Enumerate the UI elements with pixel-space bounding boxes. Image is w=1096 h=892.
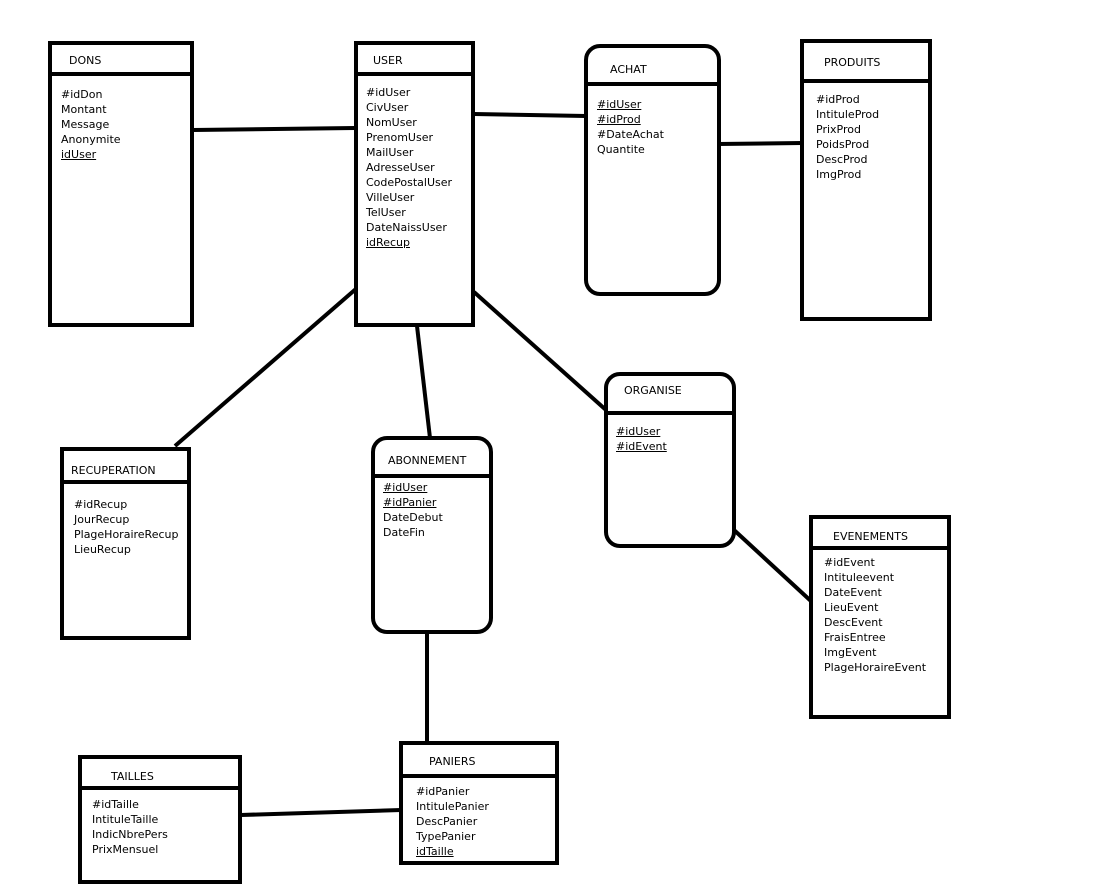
attribute-row: MailUser (366, 146, 414, 159)
attribute-row: PrixMensuel (92, 843, 159, 856)
attribute-row: idTaille (416, 845, 454, 858)
entity-achat-title: ACHAT (610, 63, 647, 76)
attribute-row: CodePostalUser (366, 176, 453, 189)
attribute-row: IntitulePanier (416, 800, 489, 813)
attribute-row: PoidsProd (816, 138, 870, 151)
attribute-row: DescProd (816, 153, 868, 166)
attribute-row: Message (61, 118, 110, 131)
attribute-row: #idPanier (383, 496, 437, 509)
entity-user-title: USER (373, 54, 403, 67)
attribute-row: #idUser (616, 425, 661, 438)
attribute-row: DateEvent (824, 586, 882, 599)
relation-paniers-tailles (240, 808, 402, 817)
attribute-row: DateDebut (383, 511, 443, 524)
attribute-row: DescEvent (824, 616, 883, 629)
attribute-row: JourRecup (74, 513, 130, 526)
attribute-row: DateFin (383, 526, 425, 539)
attribute-row: idUser (61, 148, 97, 161)
relation-user-organise (472, 290, 608, 412)
attribute-row: ImgProd (816, 168, 862, 181)
attribute-row: ImgEvent (824, 646, 877, 659)
entity-produits-title: PRODUITS (824, 56, 881, 69)
attribute-row: #idTaille (92, 798, 139, 811)
relation-user-abonnement (415, 325, 432, 439)
relation-organise-evenements (732, 528, 814, 604)
attribute-row: #idEvent (824, 556, 875, 569)
entity-recuperation-title: RECUPERATION (71, 464, 156, 477)
entity-dons-title: DONS (69, 54, 102, 67)
relation-user-recuperation (173, 286, 359, 448)
attribute-row: Quantite (597, 143, 645, 156)
entity-organise-attributes: #idUser #idEvent (616, 424, 667, 454)
entity-organise[interactable]: ORGANISE #idUser #idEvent (604, 372, 736, 548)
attribute-row: #idProd (816, 93, 860, 106)
attribute-row: CivUser (366, 101, 409, 114)
entity-evenements-title: EVENEMENTS (833, 530, 908, 543)
attribute-row: idRecup (366, 236, 410, 249)
attribute-row: AdresseUser (366, 161, 435, 174)
attribute-row: IntituleProd (816, 108, 880, 121)
attribute-row: TelUser (366, 206, 406, 219)
attribute-row: #idRecup (74, 498, 128, 511)
attribute-row: #idDon (61, 88, 103, 101)
attribute-row: IntituleTaille (92, 813, 159, 826)
attribute-row: Anonymite (61, 133, 121, 146)
entity-organise-title: ORGANISE (624, 384, 682, 397)
attribute-row: PlageHoraireRecup (74, 528, 179, 541)
attribute-row: #idProd (597, 113, 641, 126)
attribute-row: #DateAchat (597, 128, 664, 141)
attribute-row: FraisEntree (824, 631, 886, 644)
entity-paniers-title: PANIERS (429, 755, 476, 768)
attribute-row: IndicNbrePers (92, 828, 168, 841)
attribute-row: PlageHoraireEvent (824, 661, 927, 674)
attribute-row: #idUser (366, 86, 411, 99)
attribute-row: #idEvent (616, 440, 667, 453)
attribute-row: DateNaissUser (366, 221, 447, 234)
attribute-row: Montant (61, 103, 107, 116)
attribute-row: LieuRecup (74, 543, 131, 556)
attribute-row: #idUser (383, 481, 428, 494)
attribute-row: VilleUser (366, 191, 415, 204)
attribute-row: #idUser (597, 98, 642, 111)
attribute-row: Intituleevent (824, 571, 895, 584)
attribute-row: PrenomUser (366, 131, 433, 144)
attribute-row: PrixProd (816, 123, 861, 136)
attribute-row: LieuEvent (824, 601, 879, 614)
entity-abonnement-title: ABONNEMENT (388, 454, 467, 467)
relation-user-achat (473, 112, 587, 118)
attribute-row: DescPanier (416, 815, 478, 828)
relation-dons-user (192, 126, 356, 132)
relation-achat-produits (717, 141, 803, 146)
attribute-row: TypePanier (416, 830, 476, 843)
attribute-row: #idPanier (416, 785, 470, 798)
entity-tailles-title: TAILLES (111, 770, 154, 783)
attribute-row: NomUser (366, 116, 417, 129)
